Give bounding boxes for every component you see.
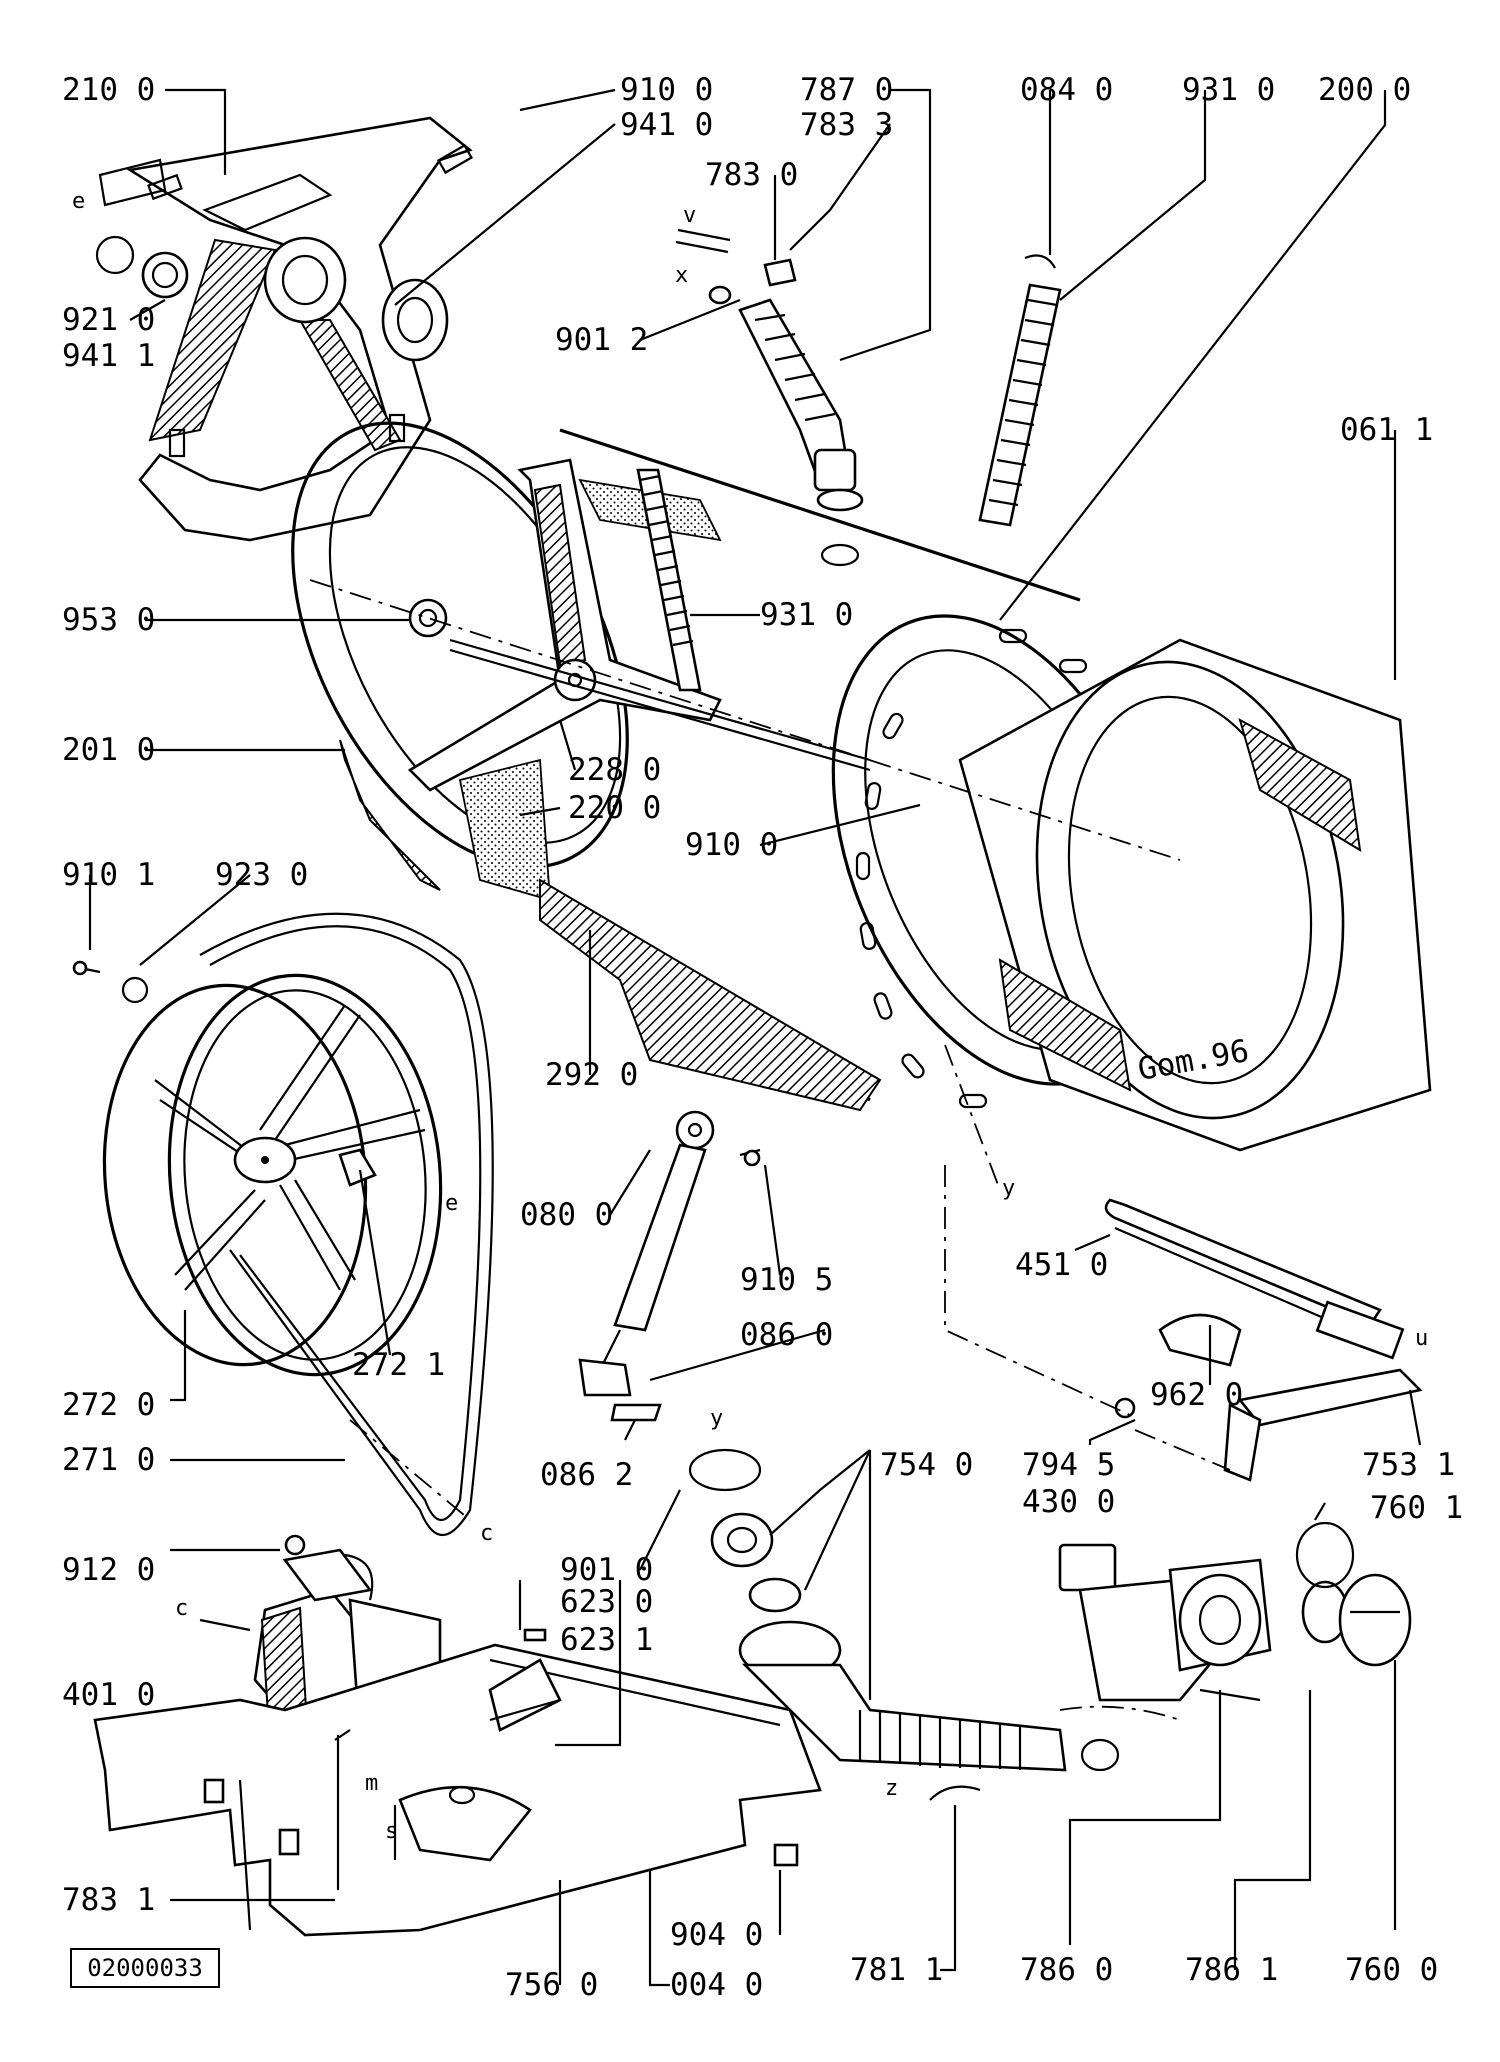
letter-markers: v x y y z u c c e e m s [72, 189, 1428, 1844]
label-756-0: 756 0 [505, 1967, 598, 2003]
bracket-753 [1223, 1368, 1423, 1482]
label-086-0: 086 0 [740, 1317, 833, 1353]
label-901-0: 901 0 [560, 1552, 653, 1588]
label-430-0: 430 0 [1022, 1484, 1115, 1520]
marker-y-upper: y [1002, 1176, 1015, 1201]
label-080-0: 080 0 [520, 1197, 613, 1233]
marker-y-lower: y [710, 1406, 723, 1431]
marker-c-motor: c [175, 1596, 188, 1621]
base-frame [93, 1628, 822, 1937]
label-912-0: 912 0 [62, 1552, 155, 1588]
marker-c-belt: c [480, 1521, 493, 1546]
label-962-0: 962 0 [1150, 1377, 1243, 1413]
label-781-1: 781 1 [850, 1952, 943, 1988]
document-code-box: 02000033 [70, 1948, 220, 1988]
label-200-0: 200 0 [1318, 72, 1411, 108]
label-904-0: 904 0 [670, 1917, 763, 1953]
label-004-0: 004 0 [670, 1967, 763, 2003]
tub-assembly: Gom.96 [291, 421, 1432, 1152]
label-754-0: 754 0 [880, 1447, 973, 1483]
label-228-0: 228 0 [568, 752, 661, 788]
label-061-1: 061 1 [1340, 412, 1433, 448]
label-753-1: 753 1 [1362, 1447, 1455, 1483]
label-783-0: 783 0 [705, 157, 798, 193]
drive-belt [199, 912, 494, 1537]
label-901-2: 901 2 [555, 322, 648, 358]
drum-pulley [72, 960, 443, 1377]
shock-absorber [578, 1110, 761, 1422]
marker-x: x [675, 263, 688, 288]
label-272-0: 272 0 [62, 1387, 155, 1423]
label-760-0: 760 0 [1345, 1952, 1438, 1988]
label-921-0: 921 0 [62, 302, 155, 338]
label-923-0: 923 0 [215, 857, 308, 893]
label-272-1: 272 1 [352, 1347, 445, 1383]
part-labels: 210 0 910 0 941 0 787 0 783 3 084 0 931 … [62, 72, 1463, 2003]
label-623-0: 623 0 [560, 1584, 653, 1620]
marker-s: s [385, 1819, 398, 1844]
label-783-1: 783 1 [62, 1882, 155, 1918]
marker-u: u [1415, 1326, 1428, 1351]
label-086-2: 086 2 [540, 1457, 633, 1493]
label-271-0: 271 0 [62, 1442, 155, 1478]
center-lines [309, 579, 1231, 1721]
label-941-1: 941 1 [62, 338, 155, 374]
screw-794-5 [1114, 1397, 1136, 1419]
label-786-1: 786 1 [1185, 1952, 1278, 1988]
air-bellow-hose [675, 228, 864, 512]
thermostat-cap [1158, 1313, 1242, 1367]
marker-z: z [885, 1776, 898, 1801]
marker-v: v [683, 203, 696, 228]
drain-hose-754 [688, 1448, 1120, 1801]
suspension-spring [978, 254, 1062, 527]
label-931-0-top: 931 0 [1182, 72, 1275, 108]
drain-pump [1058, 1521, 1412, 1702]
label-786-0: 786 0 [1020, 1952, 1113, 1988]
marker-m: m [365, 1771, 378, 1796]
label-941-0: 941 0 [620, 107, 713, 143]
label-910-1: 910 1 [62, 857, 155, 893]
label-931-0-mid: 931 0 [760, 597, 853, 633]
label-760-1: 760 1 [1370, 1490, 1463, 1526]
label-084-0: 084 0 [1020, 72, 1113, 108]
label-787-0: 787 0 [800, 72, 893, 108]
label-794-5: 794 5 [1022, 1447, 1115, 1483]
marker-e-wheel: e [445, 1191, 458, 1216]
label-210-0: 210 0 [62, 72, 155, 108]
leader-lines [88, 88, 1422, 1987]
heating-element [1104, 1198, 1405, 1360]
label-401-0: 401 0 [62, 1677, 155, 1713]
rear-bearing-bracket [95, 116, 473, 542]
marker-e-top: e [72, 189, 85, 214]
label-910-5: 910 5 [740, 1262, 833, 1298]
label-220-0: 220 0 [568, 790, 661, 826]
label-783-3: 783 3 [800, 107, 893, 143]
label-292-0: 292 0 [545, 1057, 638, 1093]
label-623-1: 623 1 [560, 1622, 653, 1658]
label-910-0-top: 910 0 [620, 72, 713, 108]
label-953-0: 953 0 [62, 602, 155, 638]
label-451-0: 451 0 [1015, 1247, 1108, 1283]
label-201-0: 201 0 [62, 732, 155, 768]
label-910-0-mid: 910 0 [685, 827, 778, 863]
